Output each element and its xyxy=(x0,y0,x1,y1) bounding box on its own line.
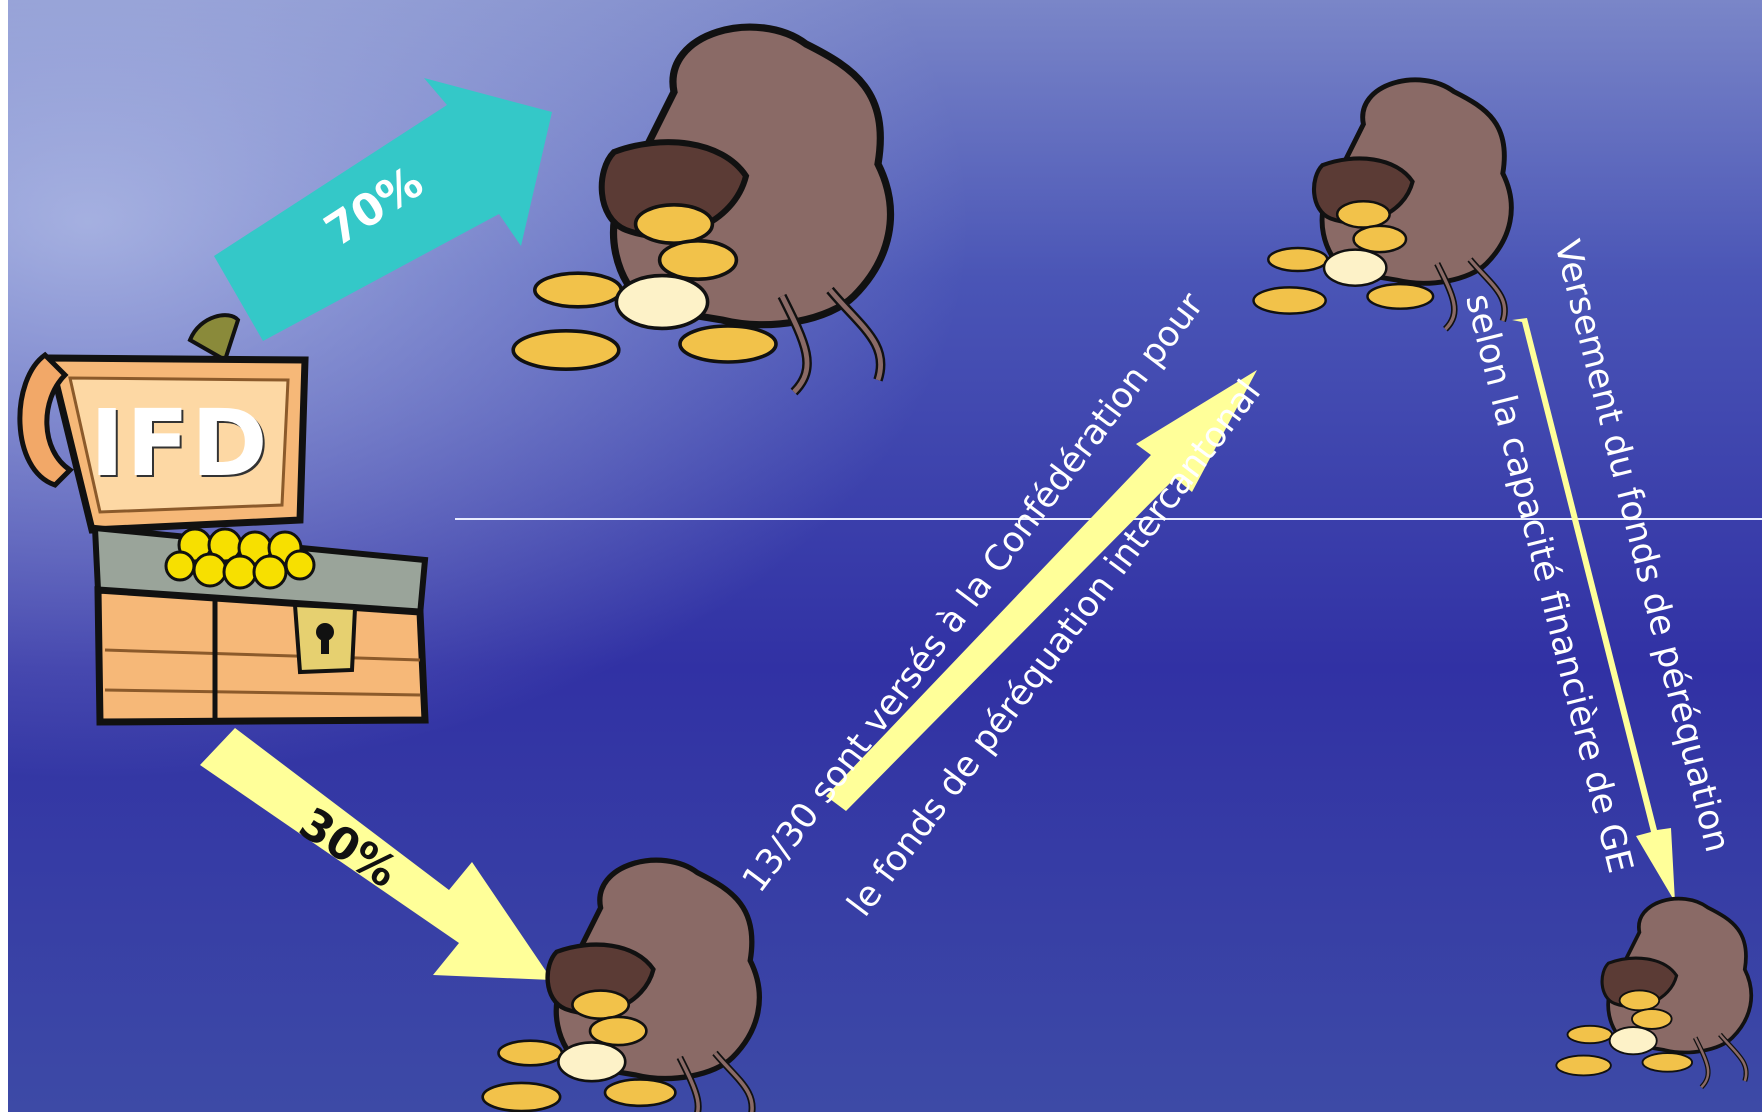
chest-label: IFD xyxy=(90,390,269,497)
left-edge xyxy=(0,0,8,1112)
